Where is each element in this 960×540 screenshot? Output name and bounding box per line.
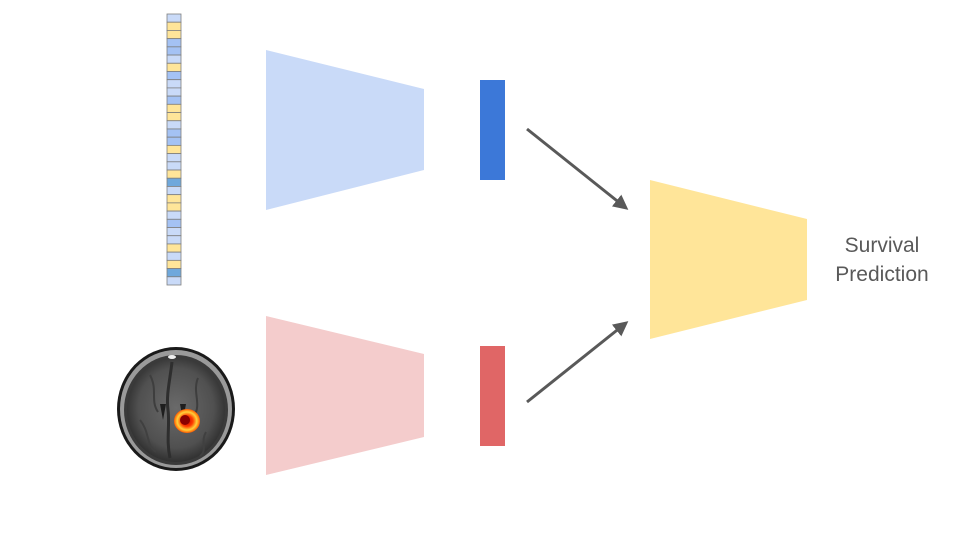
- imaging-arrow: [526, 321, 629, 404]
- survival-prediction-label: Survival Prediction: [812, 231, 952, 289]
- genomic-vector-cell: [166, 186, 182, 196]
- genomic-vector-cell: [166, 79, 182, 89]
- imaging-embedding: [480, 346, 505, 446]
- genomic-vector: [166, 13, 182, 286]
- genomic-vector-cell: [166, 13, 182, 23]
- genomic-vector-cell: [166, 218, 182, 228]
- genomic-vector-cell: [166, 136, 182, 146]
- genomic-encoder: [266, 50, 424, 210]
- genomic-vector-cell: [166, 128, 182, 138]
- genomic-vector-cell: [166, 71, 182, 81]
- genomic-vector-cell: [166, 210, 182, 220]
- genomic-arrow: [526, 127, 629, 210]
- genomic-vector-cell: [166, 62, 182, 72]
- genomic-vector-cell: [166, 268, 182, 278]
- genomic-vector-cell: [166, 235, 182, 245]
- genomic-vector-cell: [166, 202, 182, 212]
- genomic-vector-cell: [166, 46, 182, 56]
- genomic-vector-cell: [166, 95, 182, 105]
- genomic-vector-cell: [166, 54, 182, 64]
- genomic-vector-cell: [166, 21, 182, 31]
- genomic-vector-cell: [166, 144, 182, 154]
- genomic-vector-cell: [166, 276, 182, 286]
- genomic-vector-cell: [166, 38, 182, 48]
- output-label-line1: Survival: [844, 234, 920, 257]
- genomic-vector-cell: [166, 177, 182, 187]
- genomic-vector-cell: [166, 112, 182, 122]
- brain-mri-image: [117, 347, 235, 471]
- fusion-network: [650, 180, 807, 339]
- genomic-vector-cell: [166, 259, 182, 269]
- genomic-vector-cell: [166, 87, 182, 97]
- genomic-vector-cell: [166, 153, 182, 163]
- genomic-vector-cell: [166, 243, 182, 253]
- output-label-line2: Prediction: [835, 263, 929, 286]
- imaging-encoder: [266, 316, 424, 475]
- genomic-vector-cell: [166, 169, 182, 179]
- genomic-vector-cell: [166, 103, 182, 113]
- genomic-vector-cell: [166, 30, 182, 40]
- genomic-vector-cell: [166, 161, 182, 171]
- genomic-vector-cell: [166, 120, 182, 130]
- genomic-vector-cell: [166, 227, 182, 237]
- genomic-embedding: [480, 80, 505, 180]
- genomic-vector-cell: [166, 194, 182, 204]
- genomic-vector-cell: [166, 251, 182, 261]
